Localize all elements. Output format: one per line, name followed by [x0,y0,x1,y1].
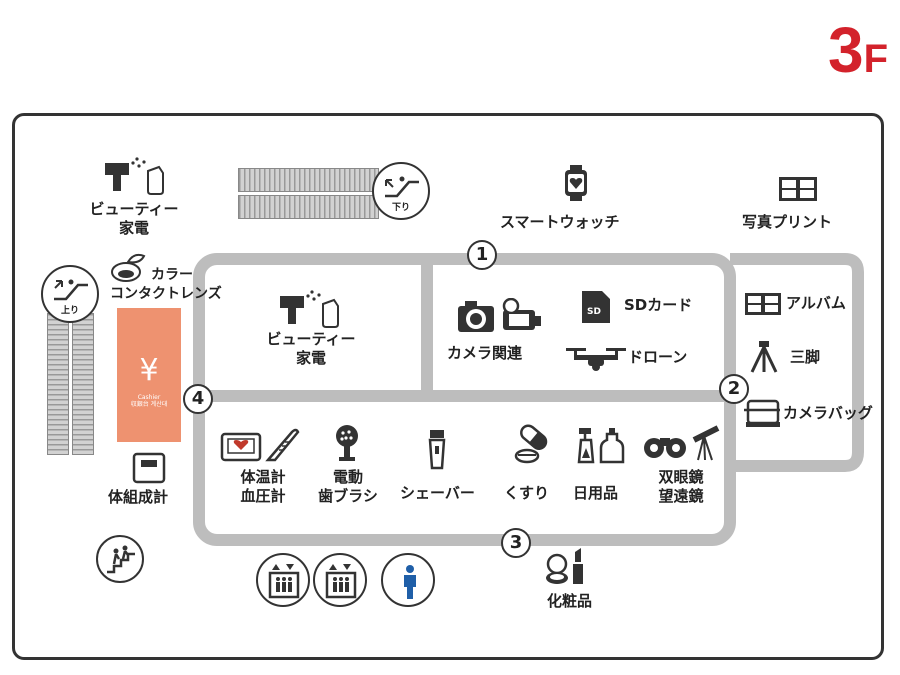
area-camera: カメラ関連 [447,344,523,362]
medicine-pill-icon [514,424,548,464]
area-daily-goods: 日用品 [573,484,619,502]
body-scale-icon [132,452,166,484]
spray-bottle-icon [577,428,625,464]
electric-toothbrush-icon [336,425,358,461]
stairs-icon [107,545,135,574]
area-album: アルバム [786,294,846,312]
cashier-label-en: Cashier [137,394,161,401]
area-photo-print: 写真プリント [742,213,833,231]
area-e-toothbrush: 電動 歯ブラシ [310,468,386,506]
thermometer-icon [220,428,300,462]
hair-dryer-icon [105,157,164,195]
gate-2: 2 [719,374,749,404]
yen-icon: ¥ [139,353,159,388]
cashier-counter: ¥ Cashier 収銀台 계산대 [117,308,181,442]
escalator-up-sign: 上り [41,265,99,323]
area-color-contacts-line2: コンタクトレンズ [110,286,222,302]
gate-3: 3 [501,528,531,558]
area-medicine: くすり [504,484,550,502]
escalator-up-label: 上り [60,306,79,316]
photo-book-icon [779,177,817,201]
floor-number: 3 [827,14,864,86]
escalator-down-track-1 [238,168,379,192]
area-smartwatch: スマートウォッチ [500,213,620,231]
floor-outline [12,113,884,660]
camera-bag-icon [744,399,780,427]
area-tripod: 三脚 [790,348,821,366]
aisle-right-loop [730,253,864,472]
tripod-icon [750,341,778,373]
area-cosmetics: 化粧品 [547,592,593,610]
area-color-contacts-line1: カラー [151,267,193,283]
area-beauty-center-line2: 家電 [295,349,326,367]
area-beauty-top-line2: 家電 [118,219,149,237]
escalator-up-icon [54,279,88,301]
area-beauty-center: ビューティー 家電 [256,330,366,368]
escalator-up-track-1 [47,313,69,455]
escalator-down-sign: 下り [372,162,430,220]
cashier-label-multi: 収銀台 계산대 [130,401,168,408]
area-beauty-top: ビューティー 家電 [80,200,188,238]
escalator-down-icon [385,176,419,198]
area-e-toothbrush-line1: 電動 [332,468,363,486]
area-thermometer-line2: 血圧計 [240,487,286,505]
elevator-sign-1 [256,553,310,607]
area-drone: ドローン [628,348,688,366]
binoculars-icon [644,425,720,461]
smartwatch-icon [565,165,587,201]
elevator-icon-2 [325,564,357,599]
area-e-toothbrush-line2: 歯ブラシ [318,487,378,505]
area-binoculars: 双眼鏡 望遠鏡 [650,468,712,506]
camera-icon [458,298,541,332]
restroom-man-icon [404,565,416,599]
escalator-down-track-2 [238,195,379,219]
drone-icon [566,348,626,371]
area-thermometer-line1: 体温計 [240,468,286,486]
escalator-down-label: 下り [391,203,410,213]
hair-dryer-center-icon [280,290,339,328]
stairs-sign [96,535,144,583]
floor-suffix: F [863,37,888,81]
area-body-scale: 体組成計 [108,488,169,506]
area-binoculars-line2: 望遠鏡 [658,487,704,505]
shaver-icon [428,430,446,470]
area-binoculars-line1: 双眼鏡 [658,468,704,486]
sd-card-icon: SD [582,291,610,323]
area-thermometer: 体温計 血圧計 [229,468,297,506]
area-beauty-top-line1: ビューティー [89,200,179,218]
floor-indicator: 3F [828,18,888,82]
area-shaver: シェーバー [400,484,475,502]
area-beauty-center-line1: ビューティー [266,330,356,348]
elevator-icon-1 [268,564,300,599]
area-sd-card: SDカード [624,296,693,314]
album-icon [745,293,781,315]
svg-text:SD: SD [587,307,601,317]
gate-1: 1 [467,240,497,270]
area-camera-bag: カメラバッグ [783,404,873,422]
gate-4: 4 [183,384,213,414]
restroom-sign [381,553,435,607]
contact-lens-icon [111,253,146,282]
elevator-sign-2 [313,553,367,607]
escalator-up-track-2 [72,313,94,455]
cosmetics-icon [546,548,583,584]
